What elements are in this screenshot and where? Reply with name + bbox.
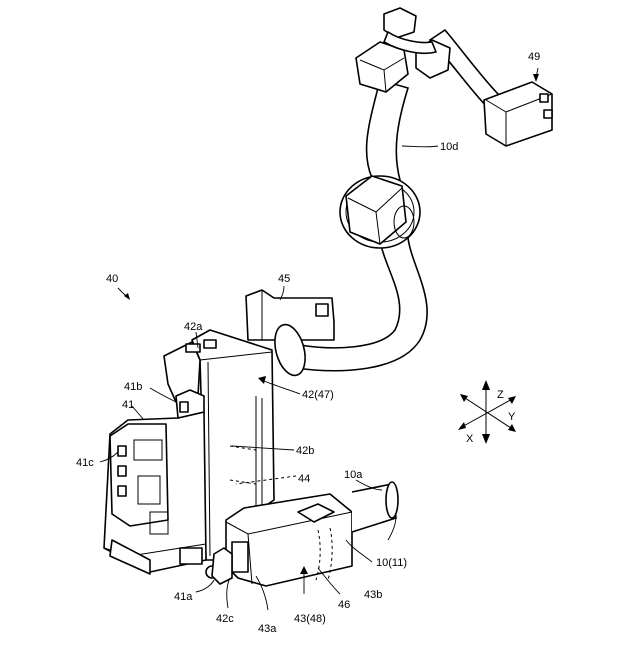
label-42a: 42a	[184, 321, 203, 333]
label-41a: 41a	[174, 591, 193, 603]
label-42c: 42c	[216, 613, 234, 625]
label-10a: 10a	[344, 469, 363, 481]
label-43a: 43a	[258, 623, 277, 635]
label-42-47: 42(47)	[302, 389, 334, 401]
axis-z-label: Z	[497, 389, 504, 401]
label-45: 45	[278, 273, 290, 285]
label-10d: 10d	[440, 141, 458, 153]
label-41c: 41c	[76, 457, 94, 469]
label-44: 44	[298, 473, 310, 485]
label-43-48: 43(48)	[294, 613, 326, 625]
axis-x-label: X	[466, 433, 474, 445]
label-46: 46	[338, 599, 350, 611]
label-10-11: 10(11)	[376, 557, 407, 569]
holder-41	[104, 390, 218, 578]
cable-10	[352, 482, 398, 532]
label-41b: 41b	[124, 381, 142, 393]
middle-grommet	[340, 176, 420, 248]
label-49: 49	[528, 51, 540, 63]
label-42b: 42b	[296, 445, 314, 457]
label-41: 41	[122, 399, 134, 411]
label-40: 40	[106, 273, 118, 285]
top-grommet	[356, 8, 450, 92]
label-43b: 43b	[364, 589, 382, 601]
axis-y-label: Y	[508, 411, 516, 423]
